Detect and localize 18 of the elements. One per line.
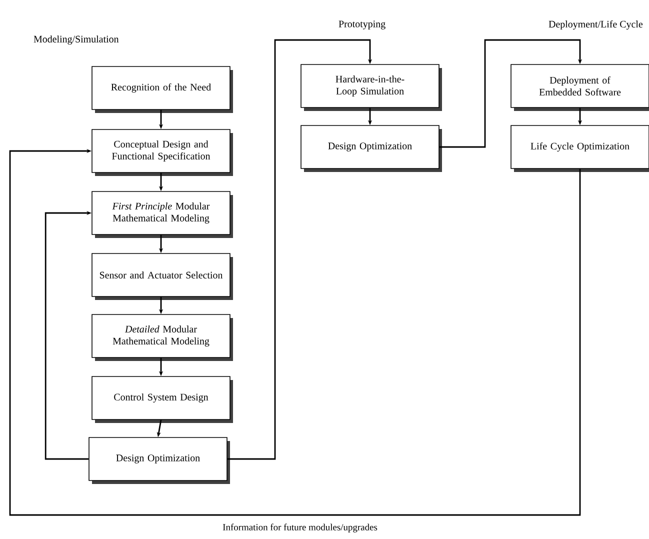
process-box: Life Cycle Optimization (510, 125, 649, 172)
process-box: Recognition of the Need (92, 66, 233, 113)
arrow (227, 39, 372, 460)
process-box: Deployment of Embedded Software (510, 64, 649, 111)
column-heading: Prototyping (338, 20, 386, 30)
process-box: Design Optimization (300, 125, 442, 172)
process-box: Sensor and Actuator Selection (92, 253, 233, 300)
arrow (439, 39, 582, 148)
process-box: Control System Design (92, 376, 233, 423)
process-box: Conceptual Design and Functional Specification (92, 129, 233, 176)
process-box: First Principle Modular Mathematical Modeling (92, 191, 233, 238)
arrow (9, 148, 581, 516)
process-box: Detailed Modular Mathematical Modeling (92, 314, 233, 361)
edge-label: Information for future modules/upgrades (222, 522, 378, 534)
column-heading: Deployment/Life Cycle (548, 20, 643, 30)
column-heading: Modeling/Simulation (34, 35, 119, 45)
process-box: Design Optimization (88, 437, 230, 484)
process-box: Hardware-in-the-Loop Simulation (300, 64, 442, 111)
